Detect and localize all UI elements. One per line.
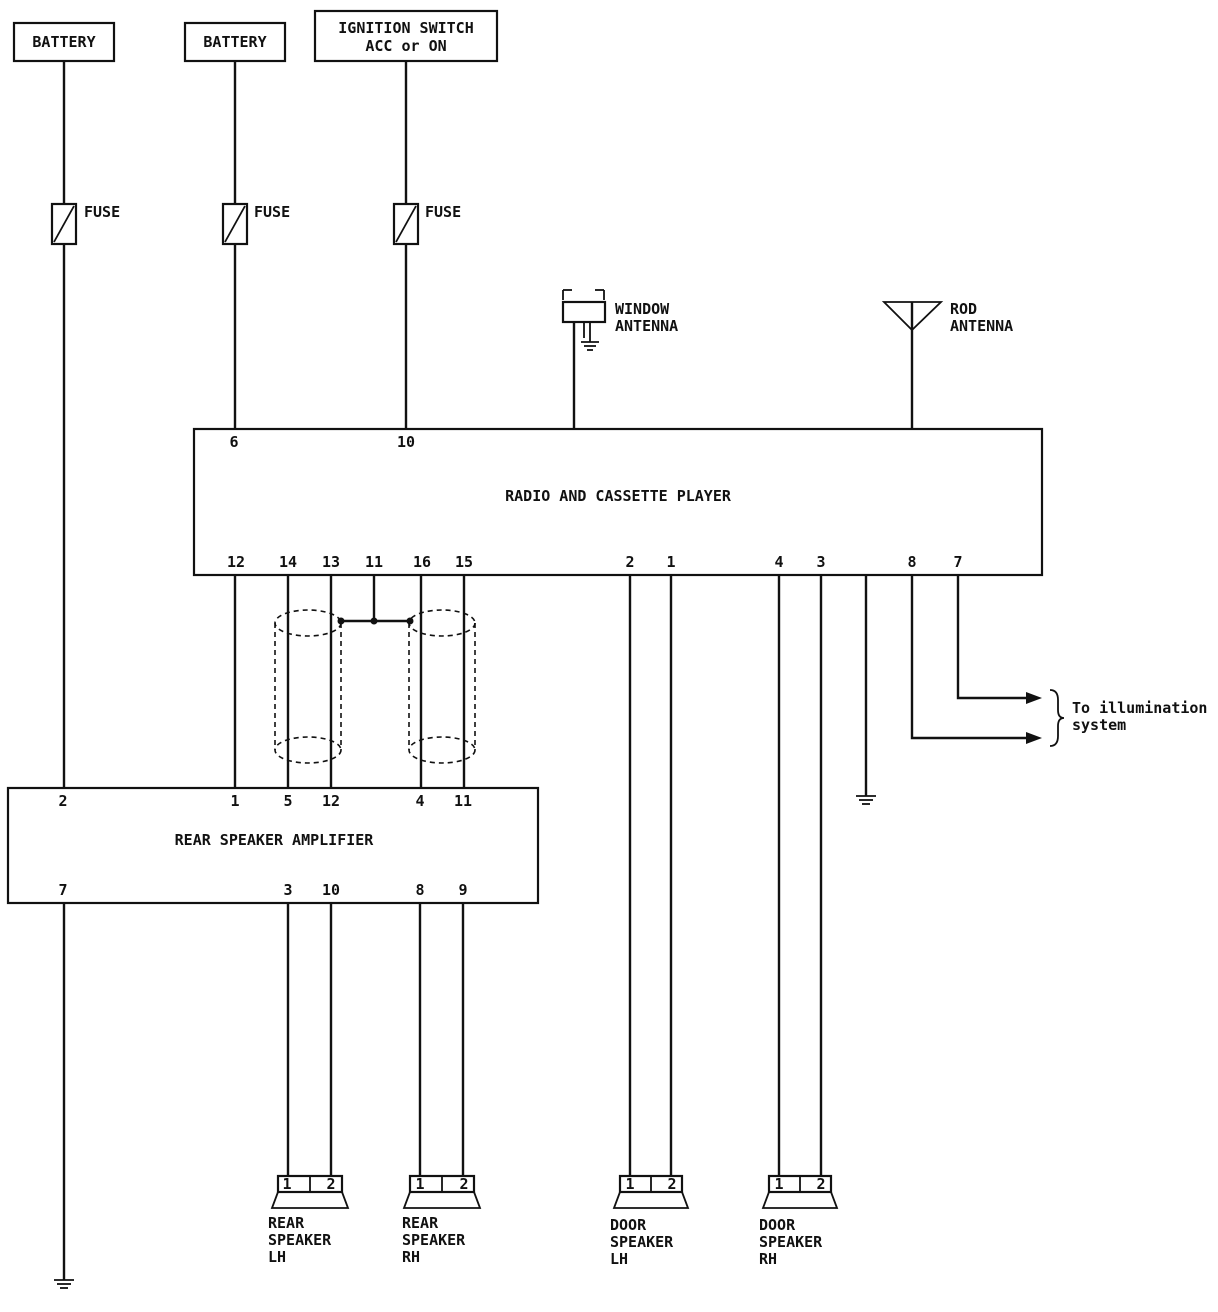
window-antenna-label-line2: ANTENNA xyxy=(615,317,678,335)
shielded-cable-right xyxy=(408,609,476,764)
speaker-door-lh-label-2: SPEAKER xyxy=(610,1233,674,1251)
illumination-label-line2: system xyxy=(1072,716,1126,734)
shield-ground-junction xyxy=(337,575,414,625)
radio-pin-3: 3 xyxy=(816,553,825,571)
radio-pin-8: 8 xyxy=(907,553,916,571)
amp-pin-5: 5 xyxy=(283,792,292,810)
window-antenna-symbol: WINDOW ANTENNA xyxy=(561,289,678,429)
illumination-label-line1: To illumination xyxy=(1072,699,1207,717)
battery-source-2: BATTERY xyxy=(183,21,287,63)
fuse-label-1: FUSE xyxy=(84,203,120,221)
amp-pin-7: 7 xyxy=(58,881,67,899)
fuse-label-2: FUSE xyxy=(254,203,290,221)
radio-pin-2: 2 xyxy=(625,553,634,571)
speaker-rear-lh-label-2: SPEAKER xyxy=(268,1231,332,1249)
amp-pin-3: 3 xyxy=(283,881,292,899)
amp-pin-9: 9 xyxy=(458,881,467,899)
fuse-1: FUSE xyxy=(50,202,120,246)
amplifier-title: REAR SPEAKER AMPLIFIER xyxy=(175,831,375,849)
fuse-label-3: FUSE xyxy=(425,203,461,221)
speaker-rear-rh: 1 2 REAR SPEAKER RH xyxy=(402,1174,482,1266)
battery-label-2: BATTERY xyxy=(203,33,266,51)
radio-pin-7: 7 xyxy=(953,553,962,571)
speaker-rear-rh-pin2: 2 xyxy=(459,1175,468,1193)
speaker-door-rh-label-1: DOOR xyxy=(759,1216,796,1234)
amp-pin-11: 11 xyxy=(454,792,472,810)
speaker-rear-lh: 1 2 REAR SPEAKER LH xyxy=(268,1174,350,1266)
ignition-label-line1: IGNITION SWITCH xyxy=(338,19,473,37)
speaker-rear-rh-pin1: 1 xyxy=(415,1175,424,1193)
speaker-rear-lh-label-3: LH xyxy=(268,1248,286,1266)
radio-title: RADIO AND CASSETTE PLAYER xyxy=(505,487,732,505)
speaker-rear-rh-label-1: REAR xyxy=(402,1214,439,1232)
speaker-door-lh-pin1: 1 xyxy=(625,1175,634,1193)
speaker-door-rh-pin1: 1 xyxy=(774,1175,783,1193)
speaker-rear-rh-label-3: RH xyxy=(402,1248,420,1266)
speaker-door-lh: 1 2 DOOR SPEAKER LH xyxy=(610,1174,690,1268)
speaker-door-rh-label-3: RH xyxy=(759,1250,777,1268)
speaker-door-rh: 1 2 DOOR SPEAKER RH xyxy=(759,1174,839,1268)
battery-label-1: BATTERY xyxy=(32,33,95,51)
amplifier-ground xyxy=(54,903,74,1289)
speaker-door-lh-label-3: LH xyxy=(610,1250,628,1268)
radio-ground xyxy=(856,575,876,805)
ignition-label-line2: ACC or ON xyxy=(365,37,446,55)
illumination-wires: To illumination system xyxy=(910,575,1207,747)
radio-pin-14: 14 xyxy=(279,553,297,571)
speaker-rear-lh-label-1: REAR xyxy=(268,1214,305,1232)
amp-pin-12: 12 xyxy=(322,792,340,810)
radio-pin-10: 10 xyxy=(397,433,415,451)
radio-pin-16: 16 xyxy=(413,553,431,571)
rod-antenna-symbol: ROD ANTENNA xyxy=(881,300,1013,429)
ignition-switch-source: IGNITION SWITCH ACC or ON xyxy=(313,9,499,63)
radio-pin-11: 11 xyxy=(365,553,383,571)
speaker-door-rh-label-2: SPEAKER xyxy=(759,1233,823,1251)
window-antenna-label-line1: WINDOW xyxy=(615,300,670,318)
radio-pin-13: 13 xyxy=(322,553,340,571)
amp-pin-8: 8 xyxy=(415,881,424,899)
radio-pin-15: 15 xyxy=(455,553,473,571)
speaker-rear-lh-pin1: 1 xyxy=(282,1175,291,1193)
speaker-rear-rh-label-2: SPEAKER xyxy=(402,1231,466,1249)
speaker-door-rh-pin2: 2 xyxy=(816,1175,825,1193)
rod-antenna-label-line1: ROD xyxy=(950,300,977,318)
battery-source-1: BATTERY xyxy=(12,21,116,63)
amp-pin-1: 1 xyxy=(230,792,239,810)
amp-pin-4: 4 xyxy=(415,792,424,810)
speaker-door-lh-pin2: 2 xyxy=(667,1175,676,1193)
fuse-3: FUSE xyxy=(392,202,461,246)
shielded-cable-left xyxy=(274,609,342,764)
radio-cassette-player: RADIO AND CASSETTE PLAYER 6 10 12 14 13 … xyxy=(192,427,1044,577)
rod-antenna-label-line2: ANTENNA xyxy=(950,317,1013,335)
amp-pin-2: 2 xyxy=(58,792,67,810)
radio-pin-1: 1 xyxy=(666,553,675,571)
speaker-rear-lh-pin2: 2 xyxy=(326,1175,335,1193)
radio-pin-4: 4 xyxy=(774,553,783,571)
speaker-door-lh-label-1: DOOR xyxy=(610,1216,647,1234)
amp-pin-10: 10 xyxy=(322,881,340,899)
fuse-2: FUSE xyxy=(221,202,290,246)
rear-speaker-amplifier: REAR SPEAKER AMPLIFIER 2 1 5 12 4 11 7 3… xyxy=(6,786,540,905)
radio-pin-6: 6 xyxy=(229,433,238,451)
radio-pin-12: 12 xyxy=(227,553,245,571)
